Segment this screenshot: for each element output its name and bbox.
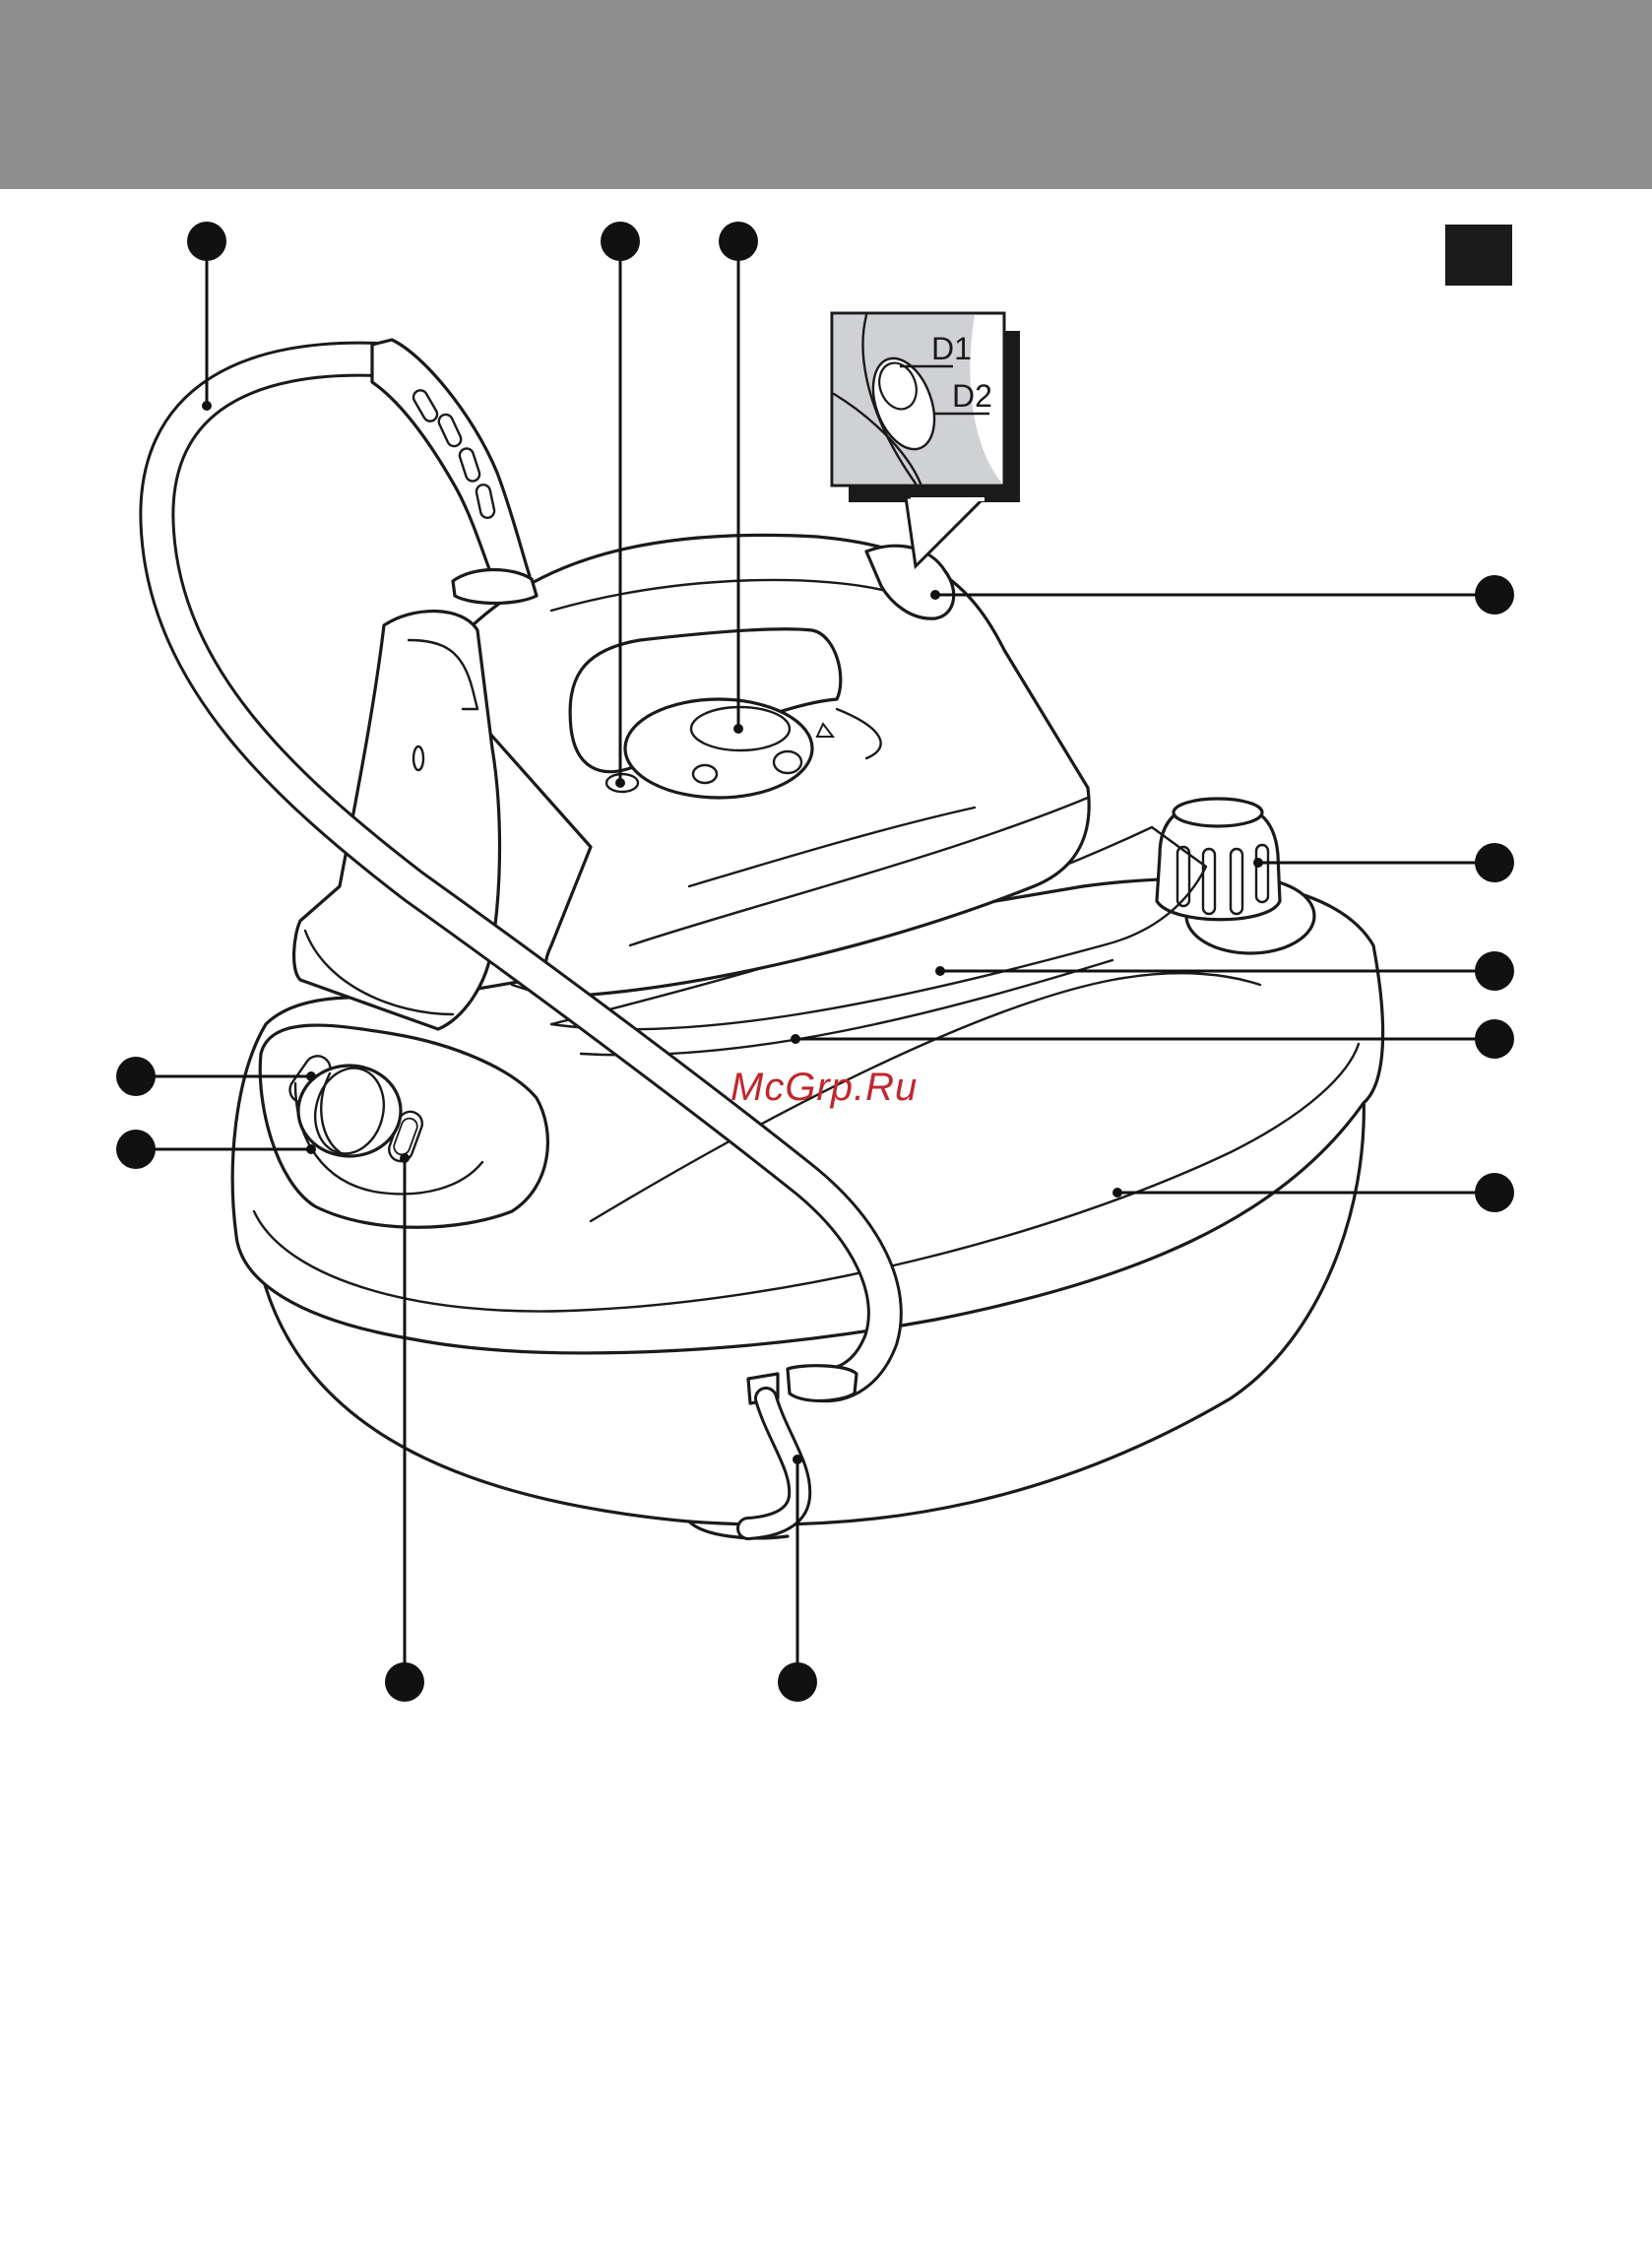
callout-fill-cap <box>1253 843 1514 882</box>
hose-entry <box>788 1366 857 1401</box>
inset-label-d1: D1 <box>931 331 972 366</box>
watermark-text: McGrp.Ru <box>731 1066 918 1110</box>
corner-square-marker <box>1445 225 1512 286</box>
hose-strain-relief <box>372 340 537 604</box>
inset-label-d2: D2 <box>952 378 992 414</box>
callout-calc-clean-knob <box>930 575 1514 615</box>
detail-inset <box>832 313 1020 566</box>
